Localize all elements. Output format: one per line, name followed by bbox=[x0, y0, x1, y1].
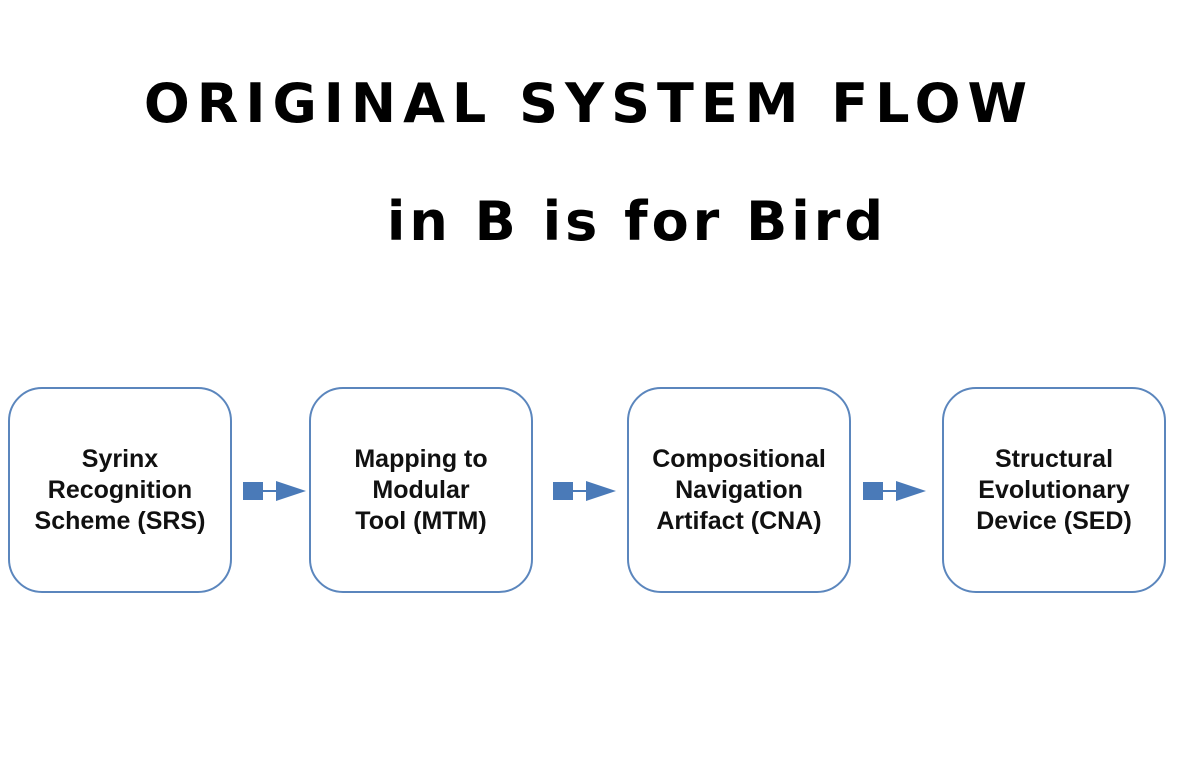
flow-node-label: Compositional Navigation Artifact (CNA) bbox=[652, 444, 826, 535]
flow-node-cna: Compositional Navigation Artifact (CNA) bbox=[627, 387, 851, 593]
flow-node-mtm: Mapping to Modular Tool (MTM) bbox=[309, 387, 533, 593]
page-title: ORIGINAL SYSTEM FLOW bbox=[143, 72, 1035, 135]
arrow-right-icon bbox=[863, 481, 926, 501]
flow-node-srs: Syrinx Recognition Scheme (SRS) bbox=[8, 387, 232, 593]
flow-node-label: Syrinx Recognition Scheme (SRS) bbox=[34, 444, 206, 535]
page-subtitle: in B is for Bird bbox=[386, 190, 888, 253]
flow-node-sed: Structural Evolutionary Device (SED) bbox=[942, 387, 1166, 593]
arrow-right-icon bbox=[243, 481, 306, 501]
flow-node-label: Mapping to Modular Tool (MTM) bbox=[354, 444, 488, 535]
flow-node-label: Structural Evolutionary Device (SED) bbox=[976, 444, 1132, 535]
arrow-right-icon bbox=[553, 481, 616, 501]
